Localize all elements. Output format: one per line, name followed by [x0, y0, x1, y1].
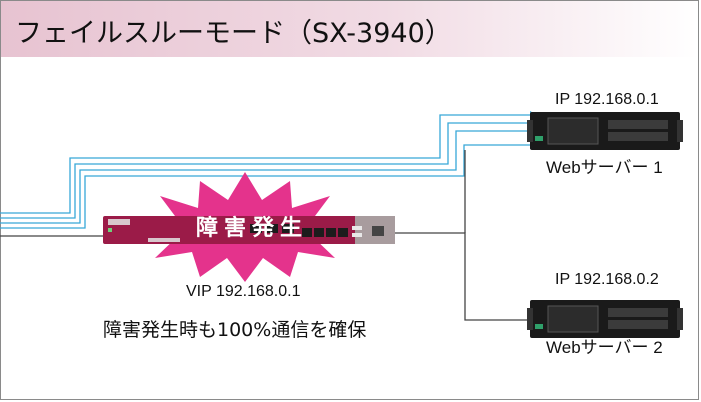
- port: [326, 228, 336, 237]
- rack-ear: [677, 120, 683, 142]
- usb-port: [352, 233, 362, 237]
- caption: 障害発生時も100%通信を確保: [103, 319, 367, 341]
- blue-link-1: [0, 114, 530, 214]
- drive-bay: [608, 120, 668, 129]
- status-led: [108, 228, 112, 232]
- page-title: フェイルスルーモード（SX-3940）: [15, 18, 452, 49]
- port: [338, 228, 348, 237]
- web-server-1: [527, 112, 683, 150]
- rack-ear: [677, 308, 683, 330]
- port: [372, 226, 384, 236]
- port: [250, 224, 262, 233]
- appliance-sx3940: [103, 216, 395, 244]
- fault-label: 障害発生: [196, 216, 309, 241]
- server-1-name: Webサーバー 1: [546, 158, 663, 177]
- web-server-2: [527, 300, 683, 338]
- title-bar: フェイルスルーモード（SX-3940）: [1, 1, 698, 57]
- port: [314, 228, 324, 237]
- virtual-ip-label: VIP 192.168.0.1: [186, 283, 301, 300]
- server-2-name: Webサーバー 2: [546, 338, 663, 357]
- drive-bay: [608, 132, 668, 141]
- server-2-ip: IP 192.168.0.2: [555, 271, 659, 288]
- blue-link-2: [0, 122, 530, 219]
- dark-links: [0, 150, 530, 321]
- server2-link: [395, 232, 530, 321]
- port: [302, 228, 312, 237]
- drive-bay: [608, 320, 668, 329]
- blue-link-4: [0, 144, 530, 229]
- port: [282, 224, 294, 233]
- rack-ear: [527, 120, 533, 142]
- blue-links: [0, 114, 530, 229]
- usb-port: [352, 226, 362, 230]
- power-led: [535, 324, 543, 329]
- vent-grille: [547, 305, 599, 333]
- power-led: [535, 136, 543, 141]
- server-1-ip: IP 192.168.0.1: [555, 91, 659, 108]
- vent-grille: [547, 117, 599, 145]
- rack-ear: [527, 308, 533, 330]
- lan-ports: [250, 224, 384, 237]
- model-plate: [148, 238, 180, 242]
- brand-logo: [108, 219, 130, 225]
- drive-bay: [608, 308, 668, 317]
- usb-ports: [352, 226, 362, 237]
- blue-link-3: [0, 130, 530, 224]
- port: [266, 224, 278, 233]
